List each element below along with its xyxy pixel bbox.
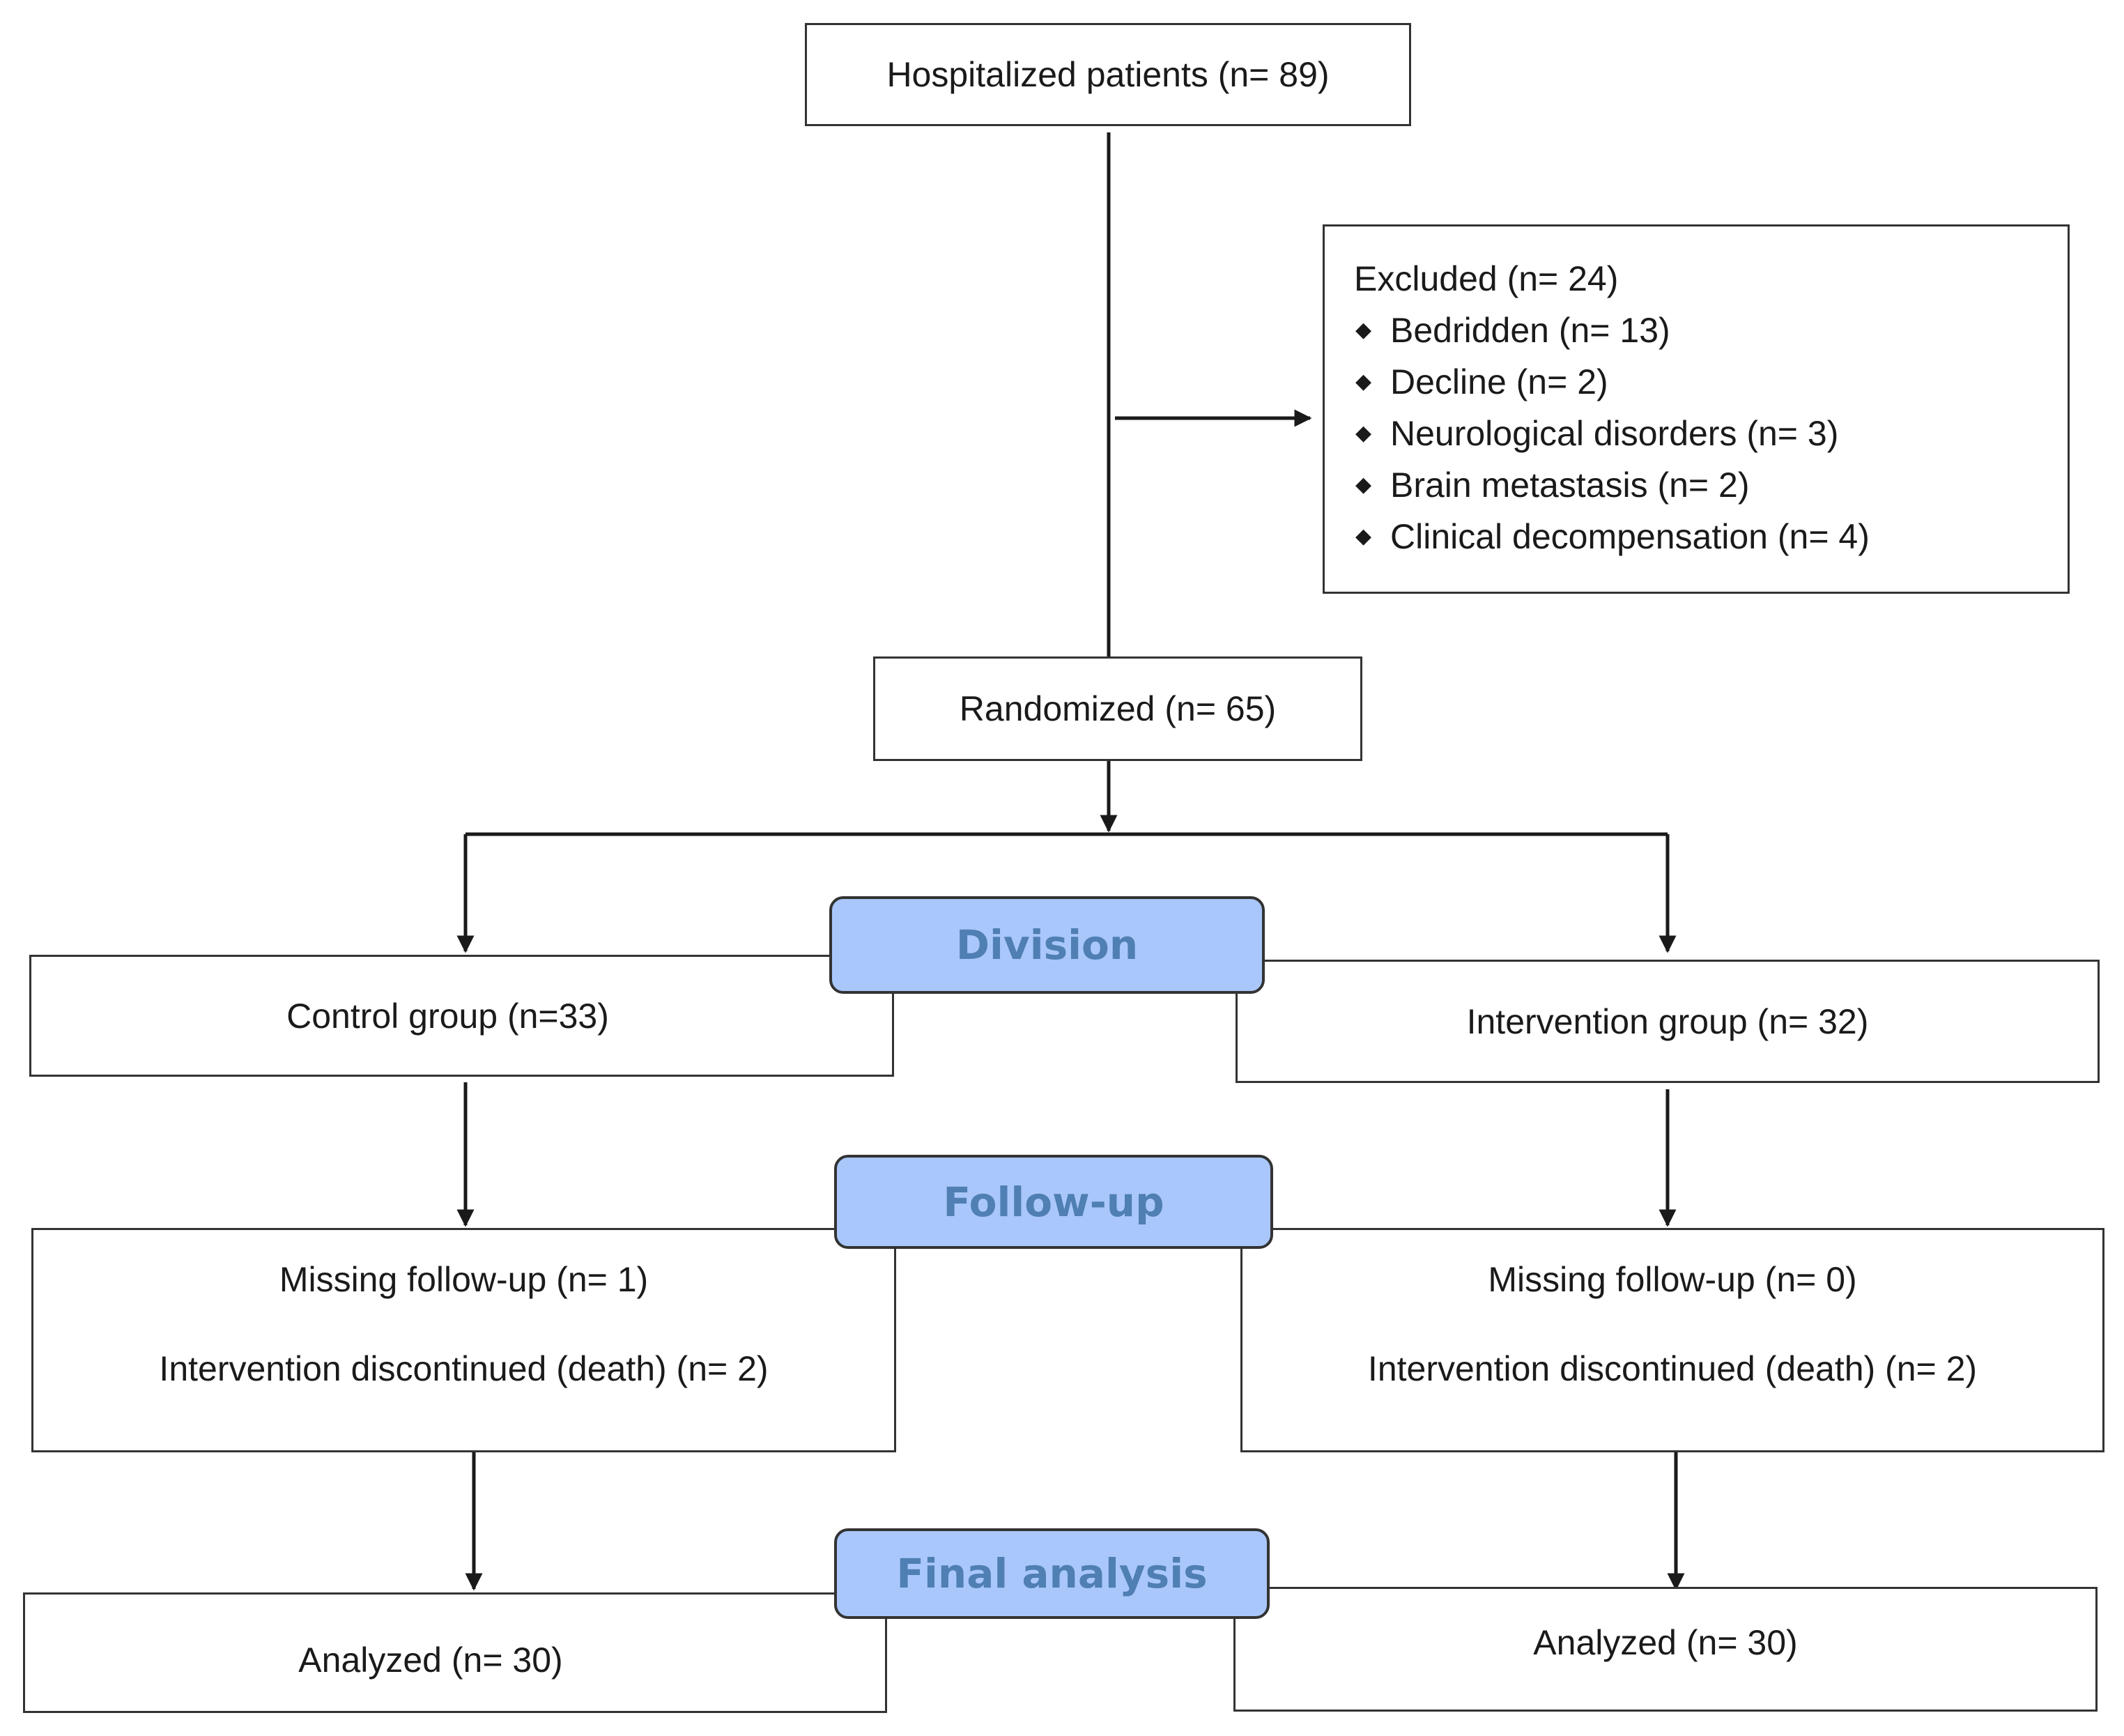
exclusion-list: ◆Bedridden (n= 13) ◆Decline (n= 2) ◆Neur… bbox=[1354, 305, 2068, 562]
exclusion-reason: ◆Neurological disorders (n= 3) bbox=[1354, 408, 2068, 459]
randomized-box: Randomized (n= 65) bbox=[873, 656, 1362, 761]
exclusion-box: Excluded (n= 24) ◆Bedridden (n= 13) ◆Dec… bbox=[1323, 224, 2070, 594]
stage-final-analysis-label: Final analysis bbox=[834, 1528, 1270, 1619]
intervention-analyzed-label: Analyzed (n= 30) bbox=[1533, 1622, 1798, 1662]
exclusion-reason: ◆Bedridden (n= 13) bbox=[1354, 305, 2068, 356]
exclusion-title: Excluded (n= 24) bbox=[1354, 259, 1619, 298]
randomized-label: Randomized (n= 65) bbox=[959, 689, 1277, 728]
stage-follow-up-label: Follow-up bbox=[834, 1155, 1273, 1249]
control-group-box: Control group (n=33) bbox=[29, 955, 894, 1077]
diamond-bullet-icon: ◆ bbox=[1355, 525, 1372, 548]
exclusion-reason: ◆Clinical decompensation (n= 4) bbox=[1354, 511, 2068, 562]
diamond-bullet-icon: ◆ bbox=[1355, 370, 1372, 393]
exclusion-reason: ◆Decline (n= 2) bbox=[1354, 356, 2068, 408]
intervention-discontinued: Intervention discontinued (death) (n= 2) bbox=[1367, 1349, 1978, 1388]
control-follow-up-box: Missing follow-up (n= 1) Intervention di… bbox=[31, 1228, 896, 1452]
control-group-label: Control group (n=33) bbox=[286, 996, 609, 1036]
intervention-analyzed-box: Analyzed (n= 30) bbox=[1233, 1587, 2098, 1712]
enrollment-label: Hospitalized patients (n= 89) bbox=[886, 55, 1330, 94]
intervention-group-box: Intervention group (n= 32) bbox=[1236, 960, 2100, 1083]
control-discontinued: Intervention discontinued (death) (n= 2) bbox=[159, 1349, 769, 1388]
diamond-bullet-icon: ◆ bbox=[1355, 422, 1372, 445]
diamond-bullet-icon: ◆ bbox=[1355, 318, 1372, 341]
control-analyzed-box: Analyzed (n= 30) bbox=[23, 1592, 887, 1713]
intervention-follow-up-box: Missing follow-up (n= 0) Intervention di… bbox=[1240, 1228, 2104, 1452]
intervention-group-label: Intervention group (n= 32) bbox=[1466, 1001, 1869, 1041]
stage-division-label: Division bbox=[829, 896, 1265, 994]
intervention-missing-follow-up: Missing follow-up (n= 0) bbox=[1488, 1260, 1857, 1299]
enrollment-box: Hospitalized patients (n= 89) bbox=[805, 23, 1411, 126]
diamond-bullet-icon: ◆ bbox=[1355, 473, 1372, 496]
exclusion-reason: ◆Brain metastasis (n= 2) bbox=[1354, 459, 2068, 511]
control-missing-follow-up: Missing follow-up (n= 1) bbox=[279, 1260, 649, 1299]
control-analyzed-label: Analyzed (n= 30) bbox=[298, 1640, 563, 1680]
